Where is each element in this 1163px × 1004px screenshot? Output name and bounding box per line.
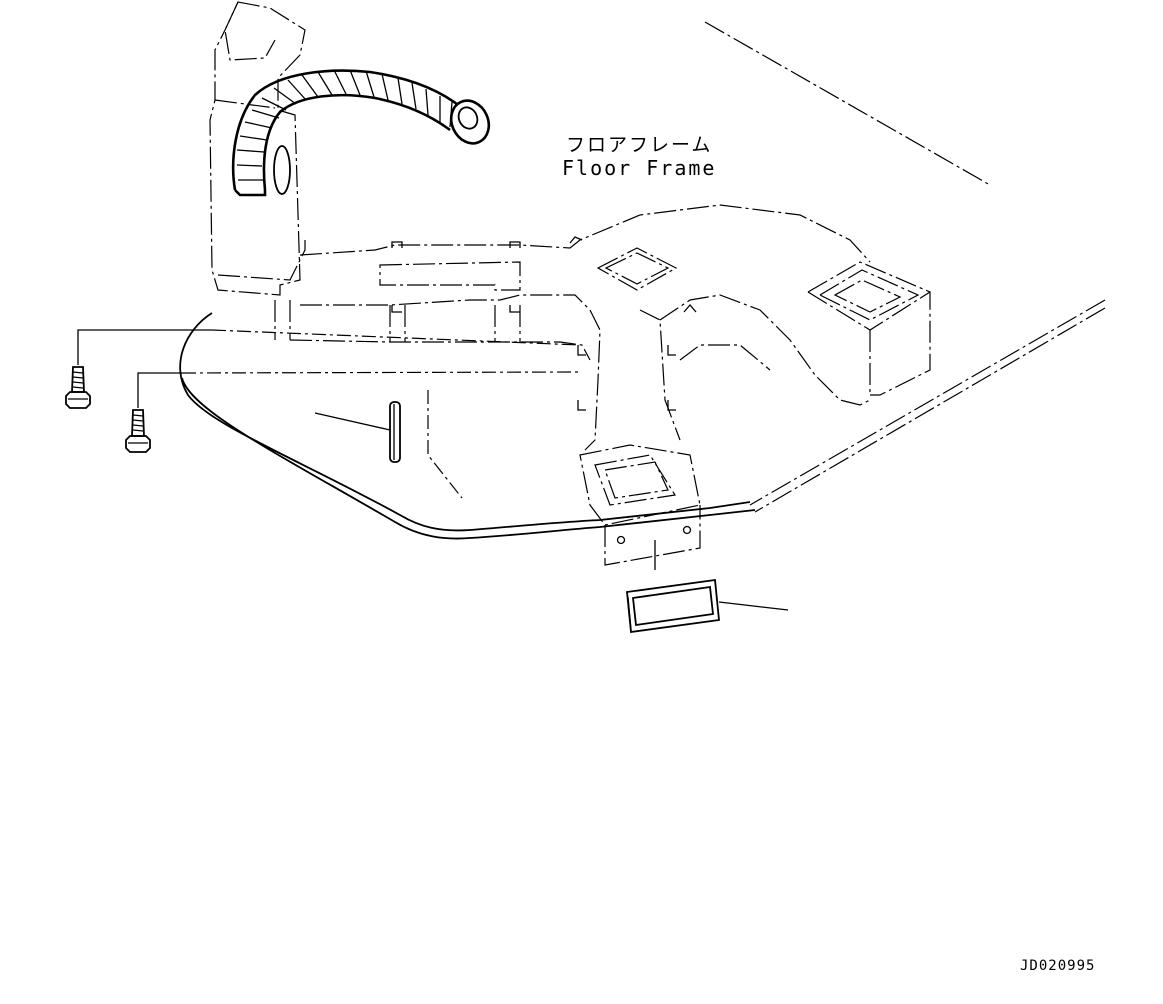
mid-bracket-marks [391, 305, 520, 313]
floor-frame-edge-right-2 [754, 307, 1106, 513]
leader-seal-strip [314, 412, 391, 431]
floor-plate [179, 312, 756, 540]
vertical-duct-top [224, 1, 276, 61]
bolt-1-head [65, 391, 91, 409]
floor-frame-edge-top [704, 21, 991, 186]
hose-top-edge [231, 69, 463, 191]
right-box-top-inner [818, 269, 920, 321]
outlet-hole-right [682, 525, 692, 535]
bolt-1 [65, 366, 91, 409]
floor-plate-outer [179, 312, 751, 532]
leader-bolt-2-dash [181, 371, 581, 374]
duct-square-panel [596, 247, 678, 291]
duct-bracket-1 [389, 305, 406, 342]
bolt-2-thread [132, 414, 144, 432]
leader-bolt-2 [137, 372, 182, 408]
leader-gasket [718, 601, 789, 611]
right-box-outline [807, 261, 931, 396]
duct-inner-rect [379, 261, 521, 291]
bolt-2 [125, 409, 151, 453]
seal-strip-body [389, 401, 401, 463]
side-bracket-marks [577, 304, 697, 411]
duct-bracket-0 [274, 300, 291, 340]
hose-bottom-edge [262, 93, 451, 191]
vertical-duct-foot [217, 240, 306, 281]
floor-frame-label-en: Floor Frame [562, 156, 717, 180]
vertical-duct-seam [214, 99, 276, 109]
leader-bolt-1 [77, 329, 212, 365]
right-duct-curve [659, 294, 871, 406]
gasket-edge [627, 596, 632, 631]
drawing-code: JD020995 [1020, 958, 1096, 974]
horizontal-duct-top [299, 204, 871, 263]
floor-frame-label-jp: フロアフレーム [566, 134, 713, 156]
outlet-box-top [579, 444, 701, 526]
right-box-top-inner-2 [833, 279, 902, 313]
leader-seal-strip-dash [427, 390, 463, 499]
gasket [626, 578, 720, 634]
duct-bracket-2 [494, 305, 521, 342]
bolt-2-head [125, 435, 151, 453]
center-branch [584, 309, 681, 451]
right-duct-inner [679, 344, 771, 371]
outlet-box-inner [594, 454, 676, 506]
leader-bolt-1-dash [211, 329, 581, 346]
duct-port [273, 145, 291, 195]
outlet-box-inner-2 [604, 461, 669, 499]
top-bracket-marks [391, 236, 583, 248]
leader-lines [77, 329, 789, 611]
horizontal-duct-mid [300, 294, 591, 311]
vertical-duct [209, 1, 306, 296]
hose-base [234, 189, 267, 197]
duct-bottom-line [289, 339, 591, 361]
duct-square-panel-inner [604, 252, 670, 285]
floor-frame-edge-right-1 [749, 299, 1106, 506]
outlet-hole-left [616, 535, 626, 545]
duct-assembly [209, 1, 931, 566]
bolt-2-shank [131, 409, 145, 437]
hose-corrugations [236, 69, 453, 181]
hose-end-inner [457, 106, 479, 130]
bolt-1-thread [72, 371, 84, 389]
outlet-box-front [604, 505, 701, 566]
gasket-inner [632, 585, 714, 627]
floor-plate-inner [181, 377, 756, 540]
floor-frame-edges [704, 21, 1106, 513]
corrugated-hose [231, 69, 491, 197]
seal-strip [389, 401, 401, 463]
